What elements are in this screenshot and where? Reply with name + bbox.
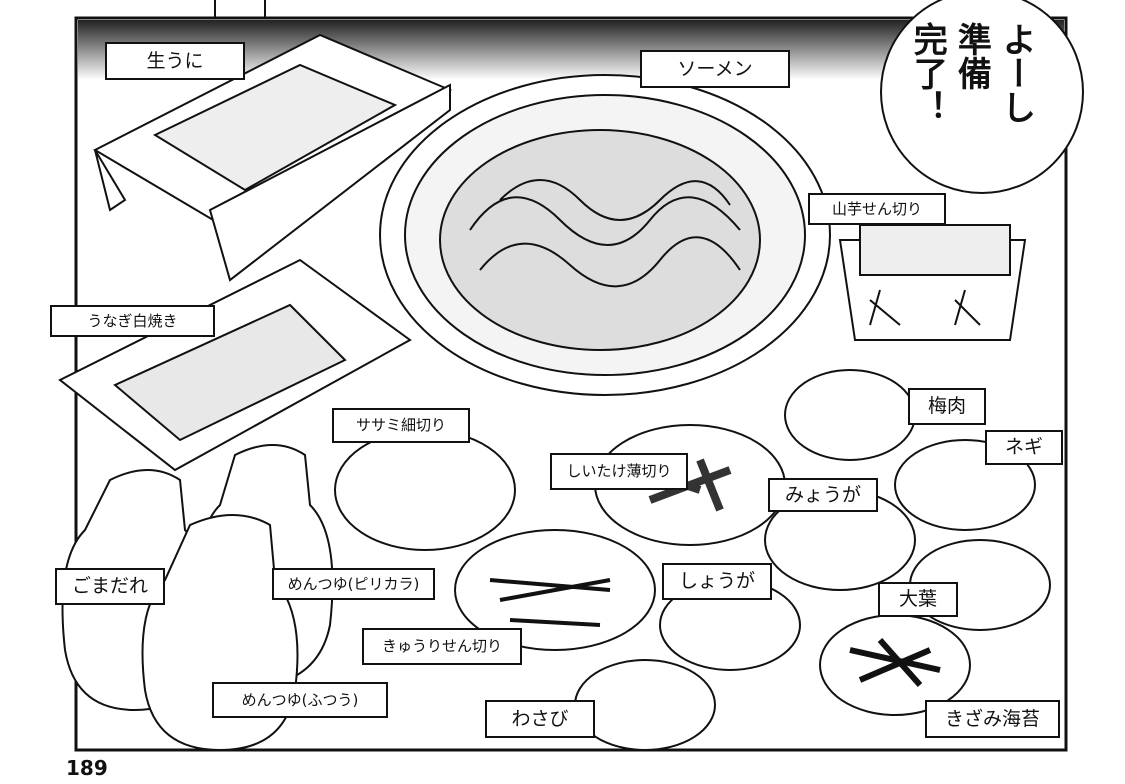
label-mentsuyu-regular: めんつゆ(ふつう) — [212, 682, 388, 718]
speech-line: よーし — [995, 22, 1036, 124]
page-number: 189 — [66, 756, 108, 780]
speech-line: 準備 — [951, 22, 992, 90]
label-myoga: みょうが — [768, 478, 878, 512]
speech-bubble-text: よーし 準備 完了！ — [905, 22, 1038, 172]
bottles — [61, 444, 334, 752]
eel-plate — [58, 258, 412, 472]
label-shiitake: しいたけ薄切り — [550, 453, 688, 490]
label-eel: うなぎ白焼き — [50, 305, 215, 337]
label-somen: ソーメン — [640, 50, 790, 88]
speech-bubble — [880, 0, 1084, 194]
label-yam: 山芋せん切り — [808, 193, 946, 225]
yam-box — [838, 224, 1027, 341]
label-shiso: 大葉 — [878, 582, 958, 617]
label-cucumber: きゅうりせん切り — [362, 628, 522, 665]
label-nori: きざみ海苔 — [925, 700, 1060, 738]
label-leek: ネギ — [985, 430, 1063, 465]
somen-basket — [379, 74, 831, 396]
label-ginger: しょうが — [662, 563, 772, 600]
sea-urchin-box — [92, 33, 453, 282]
label-chicken: ササミ細切り — [332, 408, 470, 443]
label-wasabi: わさび — [485, 700, 595, 738]
speech-line: 完了！ — [907, 22, 948, 124]
label-mentsuyu-spicy: めんつゆ(ピリカラ) — [272, 568, 435, 600]
label-sea-urchin: 生うに — [105, 42, 245, 80]
label-plum: 梅肉 — [908, 388, 986, 425]
label-sesame-sauce: ごまだれ — [55, 568, 165, 605]
